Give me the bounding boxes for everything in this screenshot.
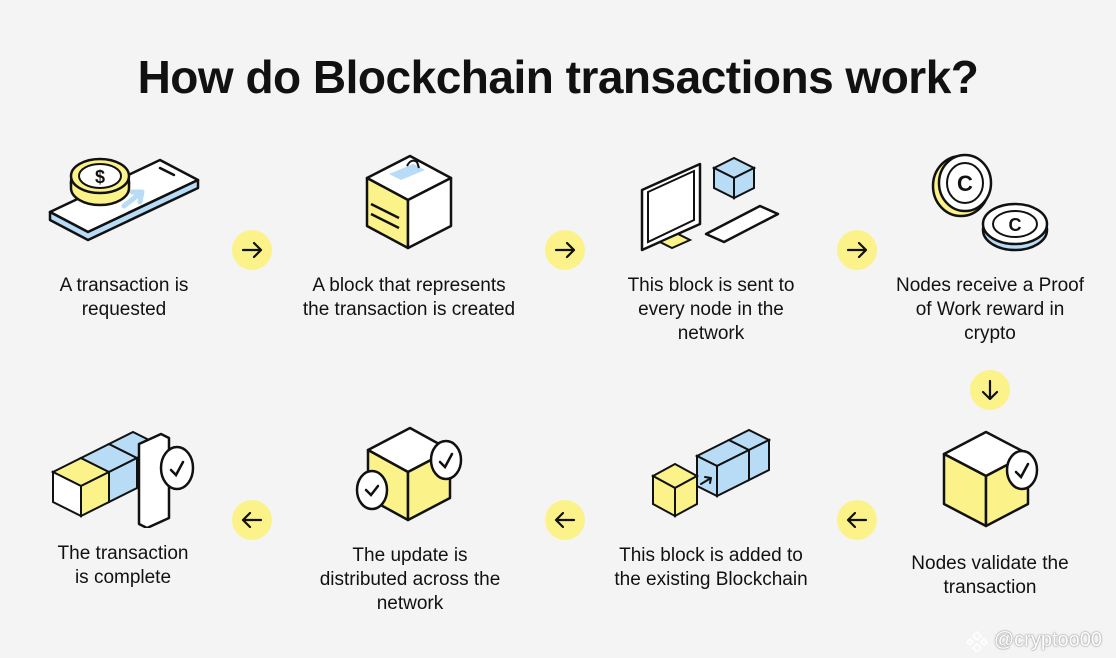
crypto-coins-icon: C C xyxy=(931,153,1049,252)
step-7-label: The update is distributed across the net… xyxy=(319,545,501,614)
distributed-block-icon xyxy=(355,426,463,522)
svg-text:C: C xyxy=(1009,215,1022,235)
page-title: How do Blockchain transactions work? xyxy=(137,51,979,103)
svg-text:$: $ xyxy=(95,167,105,187)
arrow-left-icon xyxy=(232,500,272,540)
locked-block-icon xyxy=(365,154,453,250)
arrow-right-icon xyxy=(232,230,272,270)
svg-text:C: C xyxy=(957,171,973,196)
chain-add-block-icon xyxy=(650,428,772,518)
step-3-label: This block is sent to every node in the … xyxy=(627,275,795,344)
step-4-label: Nodes receive a Proof of Work reward in … xyxy=(896,275,1084,344)
validated-block-icon xyxy=(942,430,1039,528)
arrow-left-icon xyxy=(837,500,877,540)
complete-chain-icon xyxy=(50,430,195,528)
binance-logo-icon xyxy=(965,630,988,652)
watermark-text: @cryptoo00 xyxy=(993,629,1102,651)
step-2-label: A block that represents the transaction … xyxy=(302,275,516,320)
watermark: @cryptoo00 xyxy=(965,629,1102,652)
arrow-right-icon xyxy=(545,230,585,270)
step-1-label: A transaction is requested xyxy=(59,275,189,320)
step-5-label: Nodes validate the transaction xyxy=(911,553,1069,598)
step-8-label: The transaction is complete xyxy=(57,543,189,588)
arrow-right-icon xyxy=(837,230,877,270)
arrow-left-icon xyxy=(545,500,585,540)
network-devices-icon xyxy=(640,156,780,252)
step-6-label: This block is added to the existing Bloc… xyxy=(614,545,808,590)
phone-coin-icon: $ xyxy=(48,157,200,242)
arrow-down-icon xyxy=(970,370,1010,410)
